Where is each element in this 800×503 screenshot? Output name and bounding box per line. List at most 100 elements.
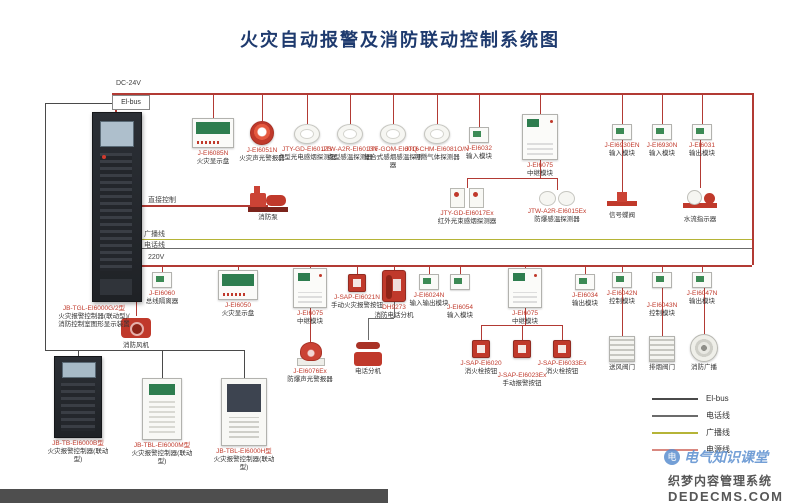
control-module-1-desc: 控制模块 xyxy=(609,298,635,306)
wire xyxy=(45,350,244,351)
fire-fan-desc: 消防风机 xyxy=(123,342,149,349)
input-module-1-model: J-EI6032 xyxy=(465,145,493,152)
signal-valve-icon xyxy=(607,192,637,210)
fire-fan: 消防风机 xyxy=(104,316,168,350)
wire xyxy=(429,265,430,274)
alarm-controller-b-desc: 火灾报警控制器(联动型) xyxy=(47,448,109,464)
cms-url: DEDECMS.COM xyxy=(668,489,784,503)
input-module-2-model: J-EI6930EN xyxy=(604,142,640,149)
diagram-title: 火灾自动报警及消防联动控制系统图 xyxy=(240,30,560,50)
wire xyxy=(368,318,369,340)
repeater-panel-2-desc: 中继模块 xyxy=(297,318,323,326)
alarm-controller-h-model: JB-TBL-EI6000H型 xyxy=(216,448,272,455)
alarm-controller-b-model: JB-TB-EI6000B型 xyxy=(52,440,104,447)
watermark-brand: 电 电气知识课堂 xyxy=(664,447,768,467)
alarm-controller-m-label: JB-TBL-EI6000M型火灾报警控制器(联动型) xyxy=(130,442,194,466)
repeater-panel-3-model: J-EI6075 xyxy=(511,310,539,317)
combined-detector-icon xyxy=(380,124,406,144)
dc24v-label: DC-24V xyxy=(116,80,141,87)
wire xyxy=(140,205,268,207)
gas-detector-desc: 可燃气体探测器 xyxy=(414,154,460,162)
fire-pump-label: 消防泵 xyxy=(236,214,300,222)
wire xyxy=(140,239,752,240)
fire-pump-desc: 消防泵 xyxy=(258,214,278,221)
fire-fan-icon xyxy=(121,316,151,340)
water-flow-indicator-label: 水流指示器 xyxy=(668,216,732,224)
fire-broadcast-speaker-label: 消防广播 xyxy=(672,364,736,372)
ex-hydrant-button-icon xyxy=(553,340,571,358)
smoke-exhaust-valve-icon xyxy=(649,336,675,362)
wire xyxy=(437,93,438,124)
wire xyxy=(78,350,79,356)
wire xyxy=(662,93,663,124)
fire-display-panel-1-icon xyxy=(192,118,234,148)
wire xyxy=(112,93,752,95)
repeater-panel-3-icon xyxy=(508,268,542,308)
manual-call-point-desc: 手动火灾报警按钮 xyxy=(331,302,383,310)
control-module-2-icon xyxy=(652,272,672,288)
wire xyxy=(557,178,558,190)
bottom-bar xyxy=(0,489,388,503)
repeater-panel-1-model: J-EI6075 xyxy=(526,162,554,169)
alarm-controller-m-icon xyxy=(142,378,182,440)
cabinet-screen xyxy=(100,121,134,147)
wire xyxy=(662,288,663,336)
legend-label: 广播线 xyxy=(706,428,730,437)
smoke-detector-model: JTY-GD-EI6012S xyxy=(282,146,332,153)
wire xyxy=(467,178,468,188)
main-cabinet-model: JB-TGL-EI6000G/2型 xyxy=(62,305,126,312)
input-module-4-icon xyxy=(450,274,470,290)
wire xyxy=(702,265,703,272)
smoke-detector-icon xyxy=(294,124,320,144)
input-module-3-model: J-EI6930N xyxy=(646,142,678,149)
wire xyxy=(238,265,239,270)
fire-display-panel-2-icon xyxy=(218,270,258,300)
heat-detector-icon xyxy=(337,124,363,144)
water-flow-indicator: 水流指示器 xyxy=(668,188,732,224)
fire-pump: 消防泵 xyxy=(236,186,300,222)
bus-isolator-desc: 总线隔离器 xyxy=(145,298,179,306)
hydrant-button-desc: 消火栓按钮 xyxy=(464,368,498,376)
fire-display-panel-2-desc: 火灾显示盘 xyxy=(221,310,255,318)
phone-extension-icon xyxy=(354,340,382,366)
wire xyxy=(394,302,395,318)
wire xyxy=(357,265,358,274)
repeater-panel-1-icon xyxy=(522,114,558,160)
output-module-2-model: J-EI6034 xyxy=(571,292,599,299)
cabinet-led xyxy=(102,155,106,159)
input-module-4-model: J-EI6054 xyxy=(446,304,474,311)
watermark-cms: 织梦内容管理系统 DEDECMS.COM xyxy=(668,472,783,503)
wire xyxy=(213,93,214,118)
fire-broadcast-speaker-desc: 消防广播 xyxy=(691,364,717,371)
io-module-1-model: J-EI6024N xyxy=(413,292,445,299)
fire-broadcast-speaker-icon xyxy=(690,334,718,362)
fire-telephone-desc: 消防电话分机 xyxy=(374,312,414,320)
fire-display-panel-1-model: J-EI6085N xyxy=(197,150,229,157)
